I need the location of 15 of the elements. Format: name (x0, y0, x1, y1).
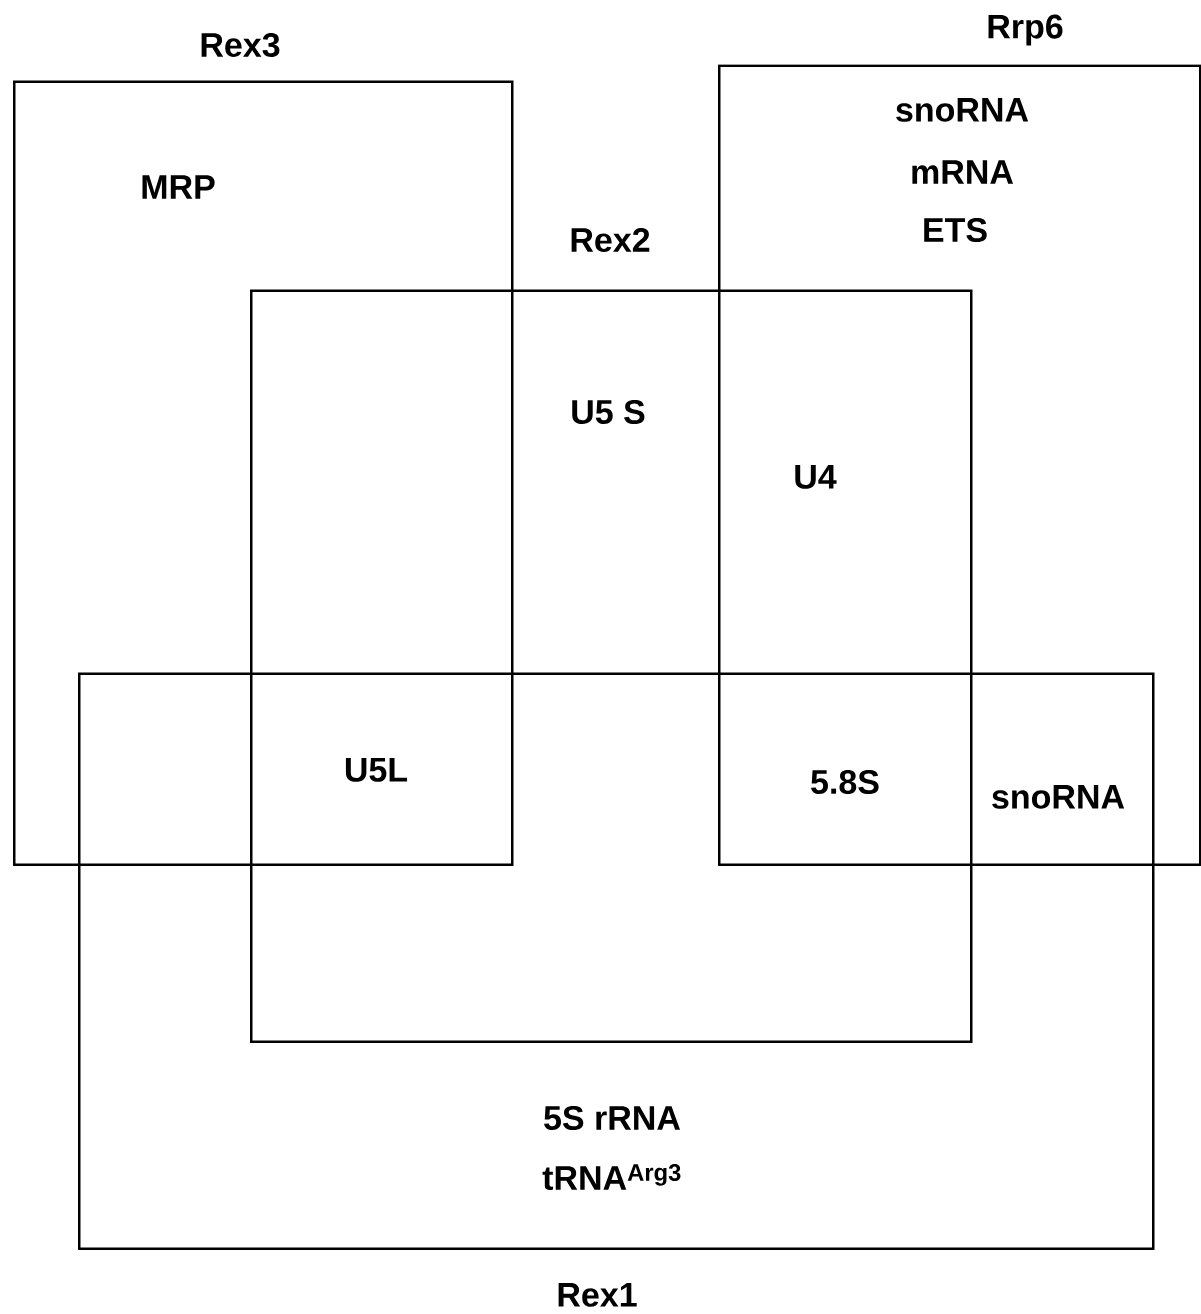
region-label: tRNA$^{Arg3}$ (542, 1164, 681, 1190)
region-label: 5S rRNA (544, 1105, 680, 1131)
region-label: U5L (345, 758, 408, 782)
set-heading: Rrp6 (988, 14, 1063, 46)
region-label: U4 (795, 465, 837, 489)
set-heading: Rex2 (571, 227, 650, 252)
region-label: MRP (142, 175, 215, 199)
set-heading: Rex1 (558, 1283, 637, 1307)
region-label: ETS (924, 217, 987, 242)
region-label: U5 S (572, 399, 645, 424)
region-label: snoRNA (896, 98, 1029, 122)
set-heading: Rex3 (201, 32, 280, 58)
region-label: 5.8S (811, 769, 879, 794)
region-label: snoRNA (992, 785, 1125, 809)
region-label: mRNA (912, 160, 1014, 184)
